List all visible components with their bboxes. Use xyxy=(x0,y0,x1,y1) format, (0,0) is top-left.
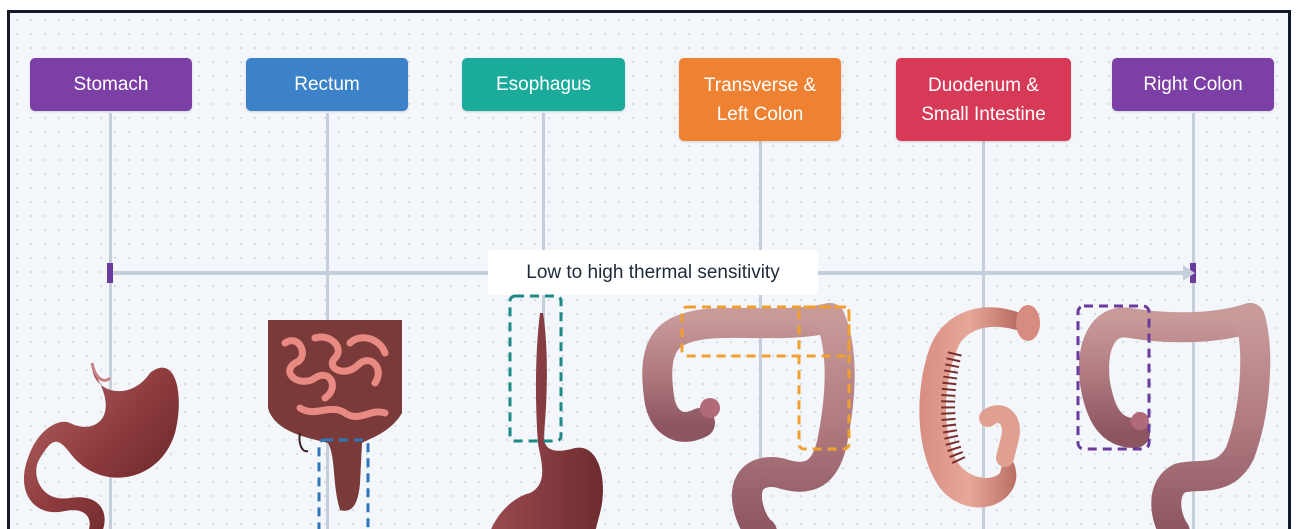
esophagus-illustration xyxy=(490,313,603,529)
right-colon-illustration xyxy=(1094,318,1255,529)
duodenum-illustration xyxy=(919,305,1040,507)
rectum-illustration xyxy=(268,320,402,511)
stomach-illustration xyxy=(24,363,179,529)
diagram-canvas: Stomach Rectum Esophagus Transverse & Le… xyxy=(7,10,1291,529)
esophagus-highlight-box xyxy=(510,296,561,441)
transverse-left-colon-illustration xyxy=(657,318,839,529)
organ-illustrations xyxy=(10,13,1291,529)
